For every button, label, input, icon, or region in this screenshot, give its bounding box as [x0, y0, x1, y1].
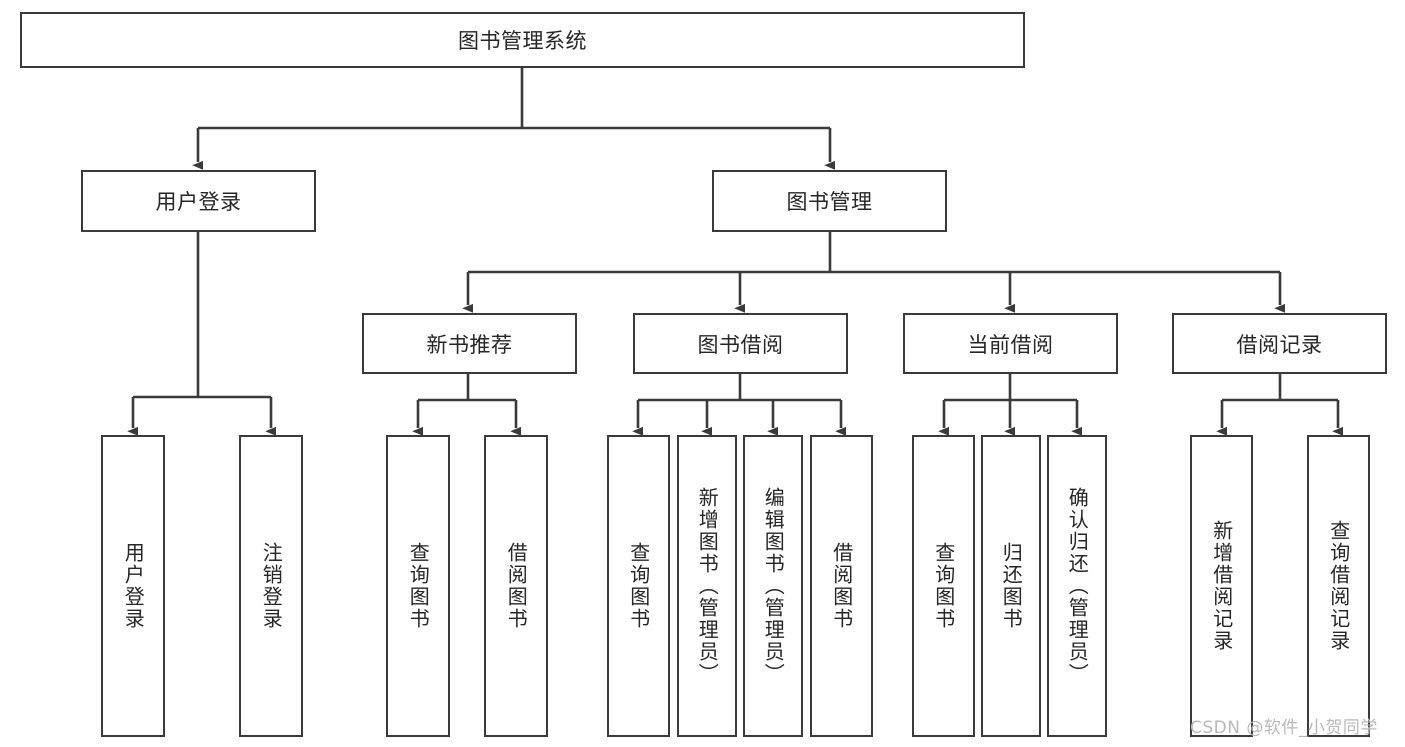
node-leaf-logout[interactable]: 注销登录 [239, 435, 303, 737]
node-leaf-add-record[interactable]: 新增借阅记录 [1190, 435, 1253, 737]
node-leaf-add-record-label: 新增借阅记录 [1209, 520, 1234, 652]
node-leaf-borrow-book-2[interactable]: 借阅图书 [810, 435, 873, 737]
node-current-borrow[interactable]: 当前借阅 [903, 313, 1118, 374]
node-new-book-recommend-label: 新书推荐 [426, 332, 513, 357]
node-leaf-logout-label: 注销登录 [259, 542, 284, 630]
node-leaf-user-login-label: 用户登录 [121, 542, 146, 630]
node-borrow-record-label: 借阅记录 [1236, 332, 1323, 357]
node-leaf-query-book-2-label: 查询图书 [626, 542, 651, 630]
node-leaf-user-login[interactable]: 用户登录 [101, 435, 165, 737]
node-leaf-edit-book-label: 编辑图书（管理员） [761, 487, 786, 685]
node-leaf-borrow-book-1-label: 借阅图书 [504, 542, 529, 630]
csdn-watermark: CSDN @软件_小贺同学 [1190, 718, 1378, 738]
node-leaf-query-record[interactable]: 查询借阅记录 [1307, 435, 1370, 737]
node-user-login-label: 用户登录 [155, 190, 242, 214]
node-leaf-add-book-label: 新增图书（管理员） [695, 487, 720, 685]
node-root-label: 图书管理系统 [458, 29, 587, 53]
node-borrow-record[interactable]: 借阅记录 [1172, 313, 1387, 374]
node-leaf-edit-book[interactable]: 编辑图书（管理员） [743, 435, 803, 737]
node-leaf-return-book[interactable]: 归还图书 [981, 435, 1041, 737]
node-leaf-borrow-book-1[interactable]: 借阅图书 [484, 435, 548, 737]
node-leaf-borrow-book-2-label: 借阅图书 [829, 542, 854, 630]
node-book-borrow[interactable]: 图书借阅 [633, 313, 848, 374]
node-new-book-recommend[interactable]: 新书推荐 [362, 313, 577, 374]
node-leaf-query-record-label: 查询借阅记录 [1326, 520, 1351, 652]
node-leaf-query-book-1[interactable]: 查询图书 [386, 435, 450, 737]
node-leaf-query-book-1-label: 查询图书 [406, 542, 431, 630]
node-current-borrow-label: 当前借阅 [967, 332, 1054, 357]
node-book-borrow-label: 图书借阅 [697, 332, 784, 357]
node-leaf-confirm-return-label: 确认归还（管理员） [1065, 487, 1090, 685]
node-book-management[interactable]: 图书管理 [712, 170, 947, 232]
node-leaf-add-book[interactable]: 新增图书（管理员） [677, 435, 737, 737]
node-leaf-query-book-3-label: 查询图书 [931, 542, 956, 630]
node-leaf-return-book-label: 归还图书 [999, 542, 1024, 630]
node-book-management-label: 图书管理 [786, 190, 873, 214]
node-leaf-query-book-3[interactable]: 查询图书 [912, 435, 975, 737]
node-leaf-confirm-return[interactable]: 确认归还（管理员） [1047, 435, 1107, 737]
node-user-login[interactable]: 用户登录 [81, 170, 316, 232]
node-root[interactable]: 图书管理系统 [20, 12, 1025, 68]
node-leaf-query-book-2[interactable]: 查询图书 [607, 435, 670, 737]
